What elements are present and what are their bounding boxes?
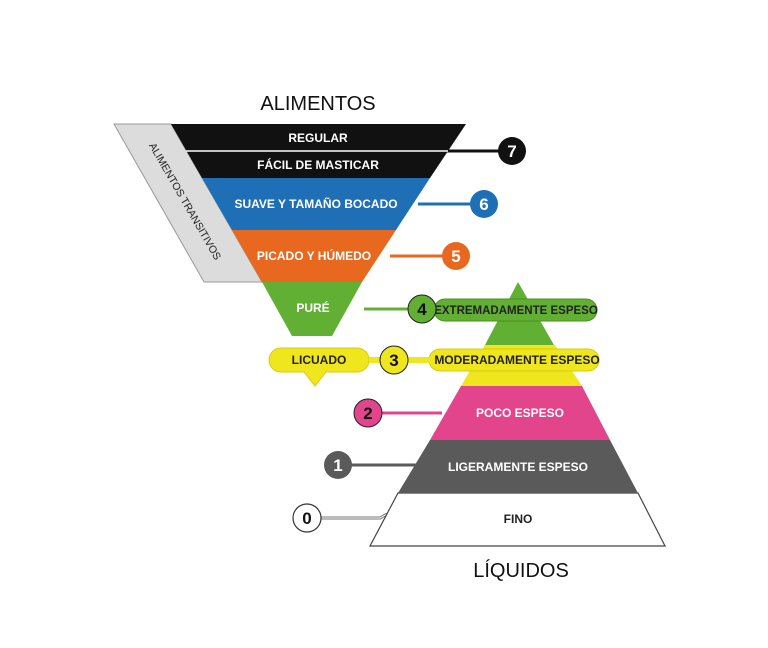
- badge-level-4: 4: [407, 294, 437, 324]
- drink-level-2-band: [430, 386, 610, 440]
- connector-0: [316, 512, 388, 520]
- drink-level-3-label: MODERADAMENTE ESPESO: [434, 353, 599, 367]
- food-level-3-band: [268, 347, 370, 387]
- food-level-4-band: [262, 282, 362, 336]
- food-level-5-band: [232, 230, 396, 282]
- food-level-6-label: SUAVE Y TAMAÑO BOCADO: [234, 196, 397, 211]
- badge-level-5: 5: [442, 242, 470, 270]
- drink-level-4-label: EXTREMADAMENTE ESPESO: [434, 305, 598, 317]
- drink-level-1-label: LIGERAMENTE ESPESO: [448, 460, 588, 474]
- drink-level-2-label: POCO ESPESO: [476, 406, 564, 420]
- badge-level-1: 1: [324, 451, 352, 479]
- drink-level-1-band: [398, 440, 638, 493]
- badge-level-7-number: 7: [507, 142, 516, 161]
- badge-level-6-number: 6: [479, 195, 488, 214]
- foods-title: ALIMENTOS: [260, 93, 375, 115]
- badge-level-5-number: 5: [451, 247, 460, 266]
- badge-level-0: 0: [292, 503, 322, 533]
- badge-level-2: 2: [353, 398, 383, 428]
- food-level-6-band: [202, 178, 430, 230]
- food-level-7-label-regular: REGULAR: [288, 131, 348, 145]
- badge-level-2-number: 2: [363, 404, 372, 423]
- food-level-4-label: PURÉ: [296, 300, 329, 315]
- liquids-title: LÍQUIDOS: [473, 559, 569, 582]
- food-level-5-label: PICADO Y HÚMEDO: [257, 248, 371, 263]
- food-level-7-label-easy-chew: FÁCIL DE MASTICAR: [257, 157, 379, 172]
- badge-level-3: 3: [379, 345, 409, 375]
- badge-level-1-number: 1: [333, 456, 342, 475]
- drinks-pyramid: FINO LIGERAMENTE ESPESO POCO ESPESO MODE…: [369, 282, 666, 547]
- foods-pyramid: REGULAR FÁCIL DE MASTICAR SUAVE Y TAMAÑO…: [171, 124, 466, 387]
- badge-level-7: 7: [498, 137, 526, 165]
- level-badges: 7 6 5 4 3 2 1 0: [292, 137, 526, 533]
- badge-level-6: 6: [470, 190, 498, 218]
- badge-level-0-number: 0: [302, 509, 311, 528]
- drink-level-0-label: FINO: [504, 512, 533, 526]
- badge-level-3-number: 3: [389, 351, 398, 370]
- food-level-3-label: LICUADO: [292, 353, 347, 367]
- badge-level-4-number: 4: [417, 300, 427, 319]
- drink-level-3-pill: [428, 348, 600, 372]
